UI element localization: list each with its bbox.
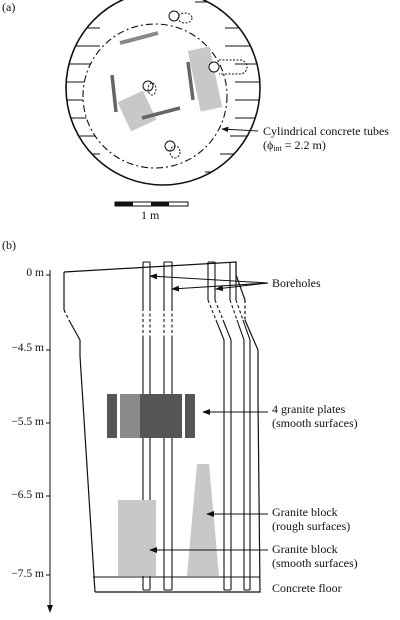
borehole-plan-4-dashed xyxy=(169,145,181,159)
granite-block-rough-section xyxy=(187,464,219,576)
arrow-boreholes-3 xyxy=(215,282,269,292)
outer-tube-circle xyxy=(65,0,261,186)
smooth-block-label: Granite block (smooth surfaces) xyxy=(272,542,358,570)
borehole-plan-2-dashed xyxy=(147,82,157,96)
label-arrows xyxy=(149,273,269,553)
granite-plate-plan-3 xyxy=(141,106,181,120)
granite-plate-1 xyxy=(107,394,117,438)
granite-plate-2 xyxy=(120,394,140,438)
scale-bar-label: 1 m xyxy=(141,208,160,222)
depth-label-75: −7.5 m xyxy=(11,568,44,580)
granite-plate-3 xyxy=(140,394,182,438)
granite-plate-plan-4 xyxy=(186,61,195,101)
tube-label-leader xyxy=(221,126,259,133)
rough-block-label: Granite block (rough surfaces) xyxy=(272,505,350,533)
rough-block-label-line1: Granite block xyxy=(272,505,338,519)
scale-bar-fill-2 xyxy=(151,202,169,206)
borehole-plan-markers xyxy=(142,10,248,159)
depth-label-0: 0 m xyxy=(26,267,44,279)
borehole-plan-1 xyxy=(168,10,180,22)
section-view xyxy=(46,261,269,613)
scale-bar xyxy=(114,201,189,207)
depth-axis-ticks xyxy=(46,274,50,576)
tube-dim-sub: int xyxy=(273,144,282,153)
tube-label: Cylindrical concrete tubes (ϕint = 2.2 m… xyxy=(263,124,389,156)
smooth-block-label-line1: Granite block xyxy=(272,542,338,556)
smooth-block-label-line2: (smooth surfaces) xyxy=(272,556,358,570)
granite-block-plan-right xyxy=(187,46,223,112)
borehole-plan-3 xyxy=(208,61,220,73)
depth-label-55: −5.5 m xyxy=(11,416,44,428)
granite-plates-section xyxy=(107,394,195,438)
tube-dim-prefix: (ϕ xyxy=(263,138,274,152)
granite-plate-plan-2 xyxy=(110,74,118,113)
plates-label-line2: (smooth surfaces) xyxy=(272,416,358,430)
tube-label-line1: Cylindrical concrete tubes xyxy=(263,124,389,138)
concrete-floor-label: Concrete floor xyxy=(272,581,342,595)
borehole-plan-1-dashed xyxy=(177,12,193,24)
panel-a-tag: (a) xyxy=(2,0,16,14)
tube-dim-suffix: = 2.2 m) xyxy=(281,138,326,152)
borehole-plan-3-dashed xyxy=(219,59,248,75)
tube-label-dim: (ϕint = 2.2 m) xyxy=(263,138,326,153)
depth-label-65: −6.5 m xyxy=(11,489,44,501)
plates-label-line1: 4 granite plates xyxy=(272,402,346,416)
plan-view xyxy=(65,0,261,207)
granite-block-smooth-section xyxy=(118,500,156,576)
granite-plate-4 xyxy=(185,394,195,438)
panel-b-tag: (b) xyxy=(2,238,16,252)
granite-block-plan-left xyxy=(117,90,157,132)
boreholes-label: Boreholes xyxy=(272,276,321,290)
plates-label: 4 granite plates (smooth surfaces) xyxy=(272,402,358,430)
rough-block-label-line2: (rough surfaces) xyxy=(272,519,351,533)
scale-bar-fill-1 xyxy=(115,202,133,206)
depth-label-45: −4.5 m xyxy=(11,342,44,354)
granite-plate-plan-1 xyxy=(119,31,159,45)
arrow-boreholes-1 xyxy=(149,273,269,284)
